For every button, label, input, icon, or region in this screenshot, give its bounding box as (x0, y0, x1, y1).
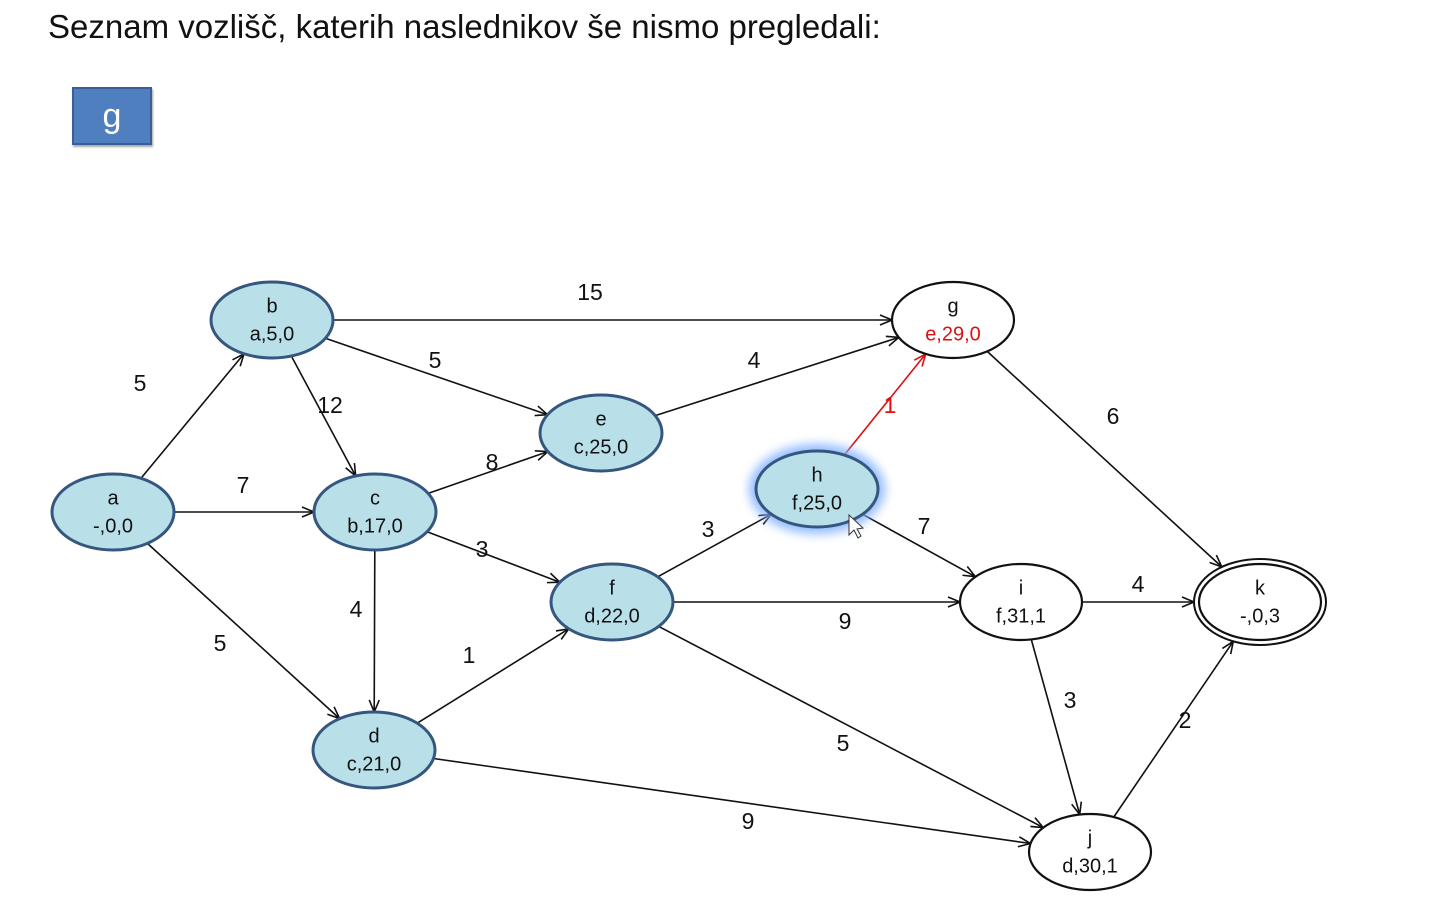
edge-weight-a-d: 5 (214, 630, 227, 656)
node-i-shape (958, 562, 1084, 642)
node-e-label: c,25,0 (574, 436, 628, 458)
node-d-id: d (368, 725, 379, 747)
edge-weight-g-k: 6 (1107, 403, 1120, 429)
edge-b-e (325, 337, 547, 414)
node-f-shape (549, 562, 675, 642)
node-a-shape (50, 472, 176, 552)
edge-weight-i-j: 3 (1064, 687, 1077, 713)
edge-weight-f-h: 3 (702, 516, 715, 542)
edge-weight-h-i: 7 (918, 513, 931, 539)
node-f-label: d,22,0 (584, 605, 640, 627)
edge-weight-j-k: 2 (1179, 707, 1192, 733)
edge-weight-a-b: 5 (134, 370, 147, 396)
node-c: c b,17,0 (312, 472, 438, 552)
node-e-id: e (595, 408, 606, 430)
node-g: g e,29,0 (890, 280, 1016, 360)
node-d-label: c,21,0 (347, 753, 401, 775)
edge-weight-c-f: 3 (476, 536, 489, 562)
node-a: a -,0,0 (50, 472, 176, 552)
edge-a-b (140, 354, 244, 479)
edge-f-h (657, 514, 772, 578)
edge-i-j (1030, 639, 1079, 815)
edge-weight-a-c: 7 (237, 472, 250, 498)
edge-weight-d-j: 9 (742, 808, 755, 834)
node-h: h f,25,0 (749, 444, 885, 534)
node-k-outer-ring (1193, 558, 1327, 646)
edge-c-e (427, 452, 548, 495)
node-a-id: a (107, 487, 119, 509)
edges-layer: 5 7 5 15 5 12 8 3 4 1 9 4 3 9 5 1 7 6 4 3 2 (134, 279, 1234, 843)
node-j: j d,30,1 (1027, 812, 1153, 892)
edge-e-g (654, 337, 899, 417)
edge-a-d (146, 542, 339, 718)
edge-weight-c-d: 4 (350, 596, 363, 622)
node-i: i f,31,1 (958, 562, 1084, 642)
edge-d-f (416, 629, 569, 724)
edge-h-i (862, 513, 976, 576)
edge-weight-h-g: 1 (884, 392, 897, 418)
node-e-shape (538, 393, 664, 473)
edge-weight-b-g: 15 (577, 279, 603, 305)
page-title: Seznam vozlišč, katerih naslednikov še n… (48, 8, 881, 45)
node-k: k -,0,3 (1193, 558, 1327, 646)
node-d-shape (311, 710, 437, 790)
edge-weight-b-c: 12 (317, 392, 343, 418)
node-d: d c,21,0 (311, 710, 437, 790)
node-k-label: -,0,3 (1240, 605, 1280, 627)
node-b-label: a,5,0 (250, 323, 294, 345)
node-j-id: j (1087, 827, 1092, 849)
edge-weight-d-f: 1 (463, 642, 476, 668)
node-c-label: b,17,0 (347, 515, 403, 537)
node-g-shape (890, 280, 1016, 360)
node-j-shape (1027, 812, 1153, 892)
edge-g-k (986, 350, 1222, 567)
node-g-id: g (947, 295, 958, 317)
node-k-shape (1197, 562, 1323, 642)
queue-item-g: g (72, 87, 152, 145)
node-i-id: i (1019, 577, 1023, 599)
edge-c-d (374, 549, 375, 712)
nodes-layer: a -,0,0 b a,5,0 c b,17,0 d c,21,0 e c,25,0 f d,22,0… (50, 280, 1327, 892)
edge-weight-i-k: 4 (1132, 571, 1145, 597)
node-c-shape (312, 472, 438, 552)
node-j-label: d,30,1 (1062, 855, 1118, 877)
node-h-id: h (811, 464, 822, 486)
edge-j-k (1113, 641, 1234, 818)
edge-d-j (433, 757, 1031, 844)
edge-c-f (426, 531, 560, 582)
mouse-cursor-icon (848, 513, 865, 539)
edge-weight-f-j: 5 (837, 730, 850, 756)
node-f: f d,22,0 (549, 562, 675, 642)
edge-h-g (843, 354, 925, 456)
node-i-label: f,31,1 (996, 605, 1046, 627)
edge-weight-c-e: 8 (486, 449, 499, 475)
edge-weight-f-i: 9 (839, 608, 852, 634)
node-e: e c,25,0 (538, 393, 664, 473)
node-k-id: k (1255, 577, 1266, 599)
node-h-shape (754, 449, 880, 529)
node-h-label: f,25,0 (792, 492, 842, 514)
edge-f-j (658, 625, 1044, 827)
node-g-label: e,29,0 (925, 323, 981, 345)
node-a-label: -,0,0 (93, 515, 133, 537)
node-c-id: c (370, 487, 380, 509)
node-f-id: f (609, 577, 615, 599)
edge-weight-b-e: 5 (429, 347, 442, 373)
node-b-id: b (266, 295, 277, 317)
node-b-shape (209, 280, 335, 360)
edge-weight-e-g: 4 (748, 347, 761, 373)
node-b: b a,5,0 (209, 280, 335, 360)
edge-b-c (290, 355, 355, 476)
